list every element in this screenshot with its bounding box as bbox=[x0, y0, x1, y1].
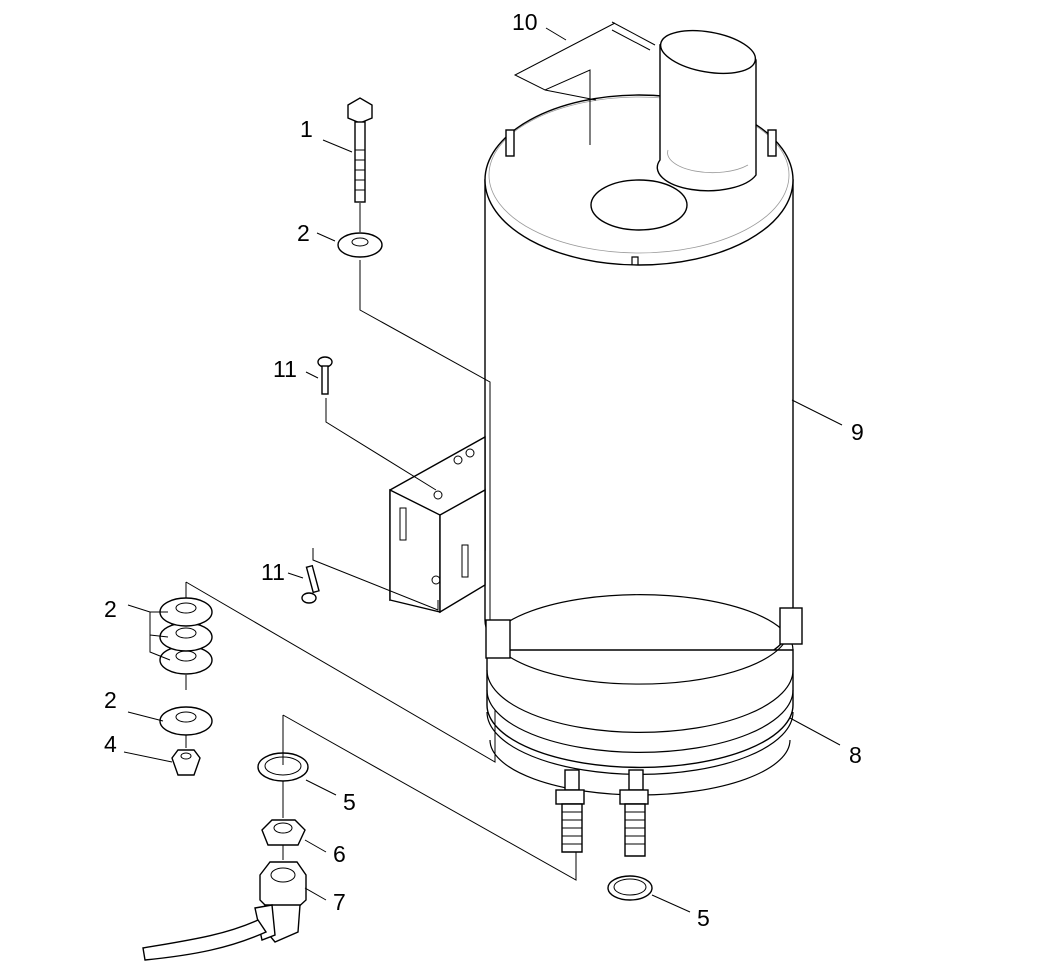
callout-5-right: 5 bbox=[697, 905, 710, 931]
callout-9: 9 bbox=[851, 419, 864, 445]
mounting-bracket bbox=[389, 435, 486, 614]
callout-6: 6 bbox=[333, 841, 346, 867]
hose-fittings bbox=[142, 752, 309, 961]
washer-stack bbox=[159, 597, 213, 776]
screws bbox=[301, 356, 333, 604]
flue-pipe bbox=[656, 29, 757, 192]
callout-2-stack: 2 bbox=[104, 596, 117, 622]
bolt bbox=[337, 97, 383, 258]
callout-4: 4 bbox=[104, 731, 117, 757]
callout-11-upper-screw: 11 bbox=[273, 356, 297, 382]
callout-8: 8 bbox=[849, 742, 862, 768]
callout-10: 10 bbox=[512, 9, 538, 35]
callout-1: 1 bbox=[300, 116, 313, 142]
callout-2-single: 2 bbox=[104, 687, 117, 713]
callout-2-washer: 2 bbox=[297, 220, 310, 246]
tank-body bbox=[484, 94, 794, 683]
callouts: 10 1 2 11 9 11 2 2 4 5 6 7 8 5 bbox=[104, 9, 864, 931]
callout-5-left: 5 bbox=[343, 789, 356, 815]
heating-coil bbox=[485, 594, 803, 857]
callout-11-lower-screw: 11 bbox=[261, 559, 285, 585]
callout-7: 7 bbox=[333, 889, 346, 915]
seal-right bbox=[607, 875, 653, 901]
leader-lines bbox=[123, 21, 843, 913]
